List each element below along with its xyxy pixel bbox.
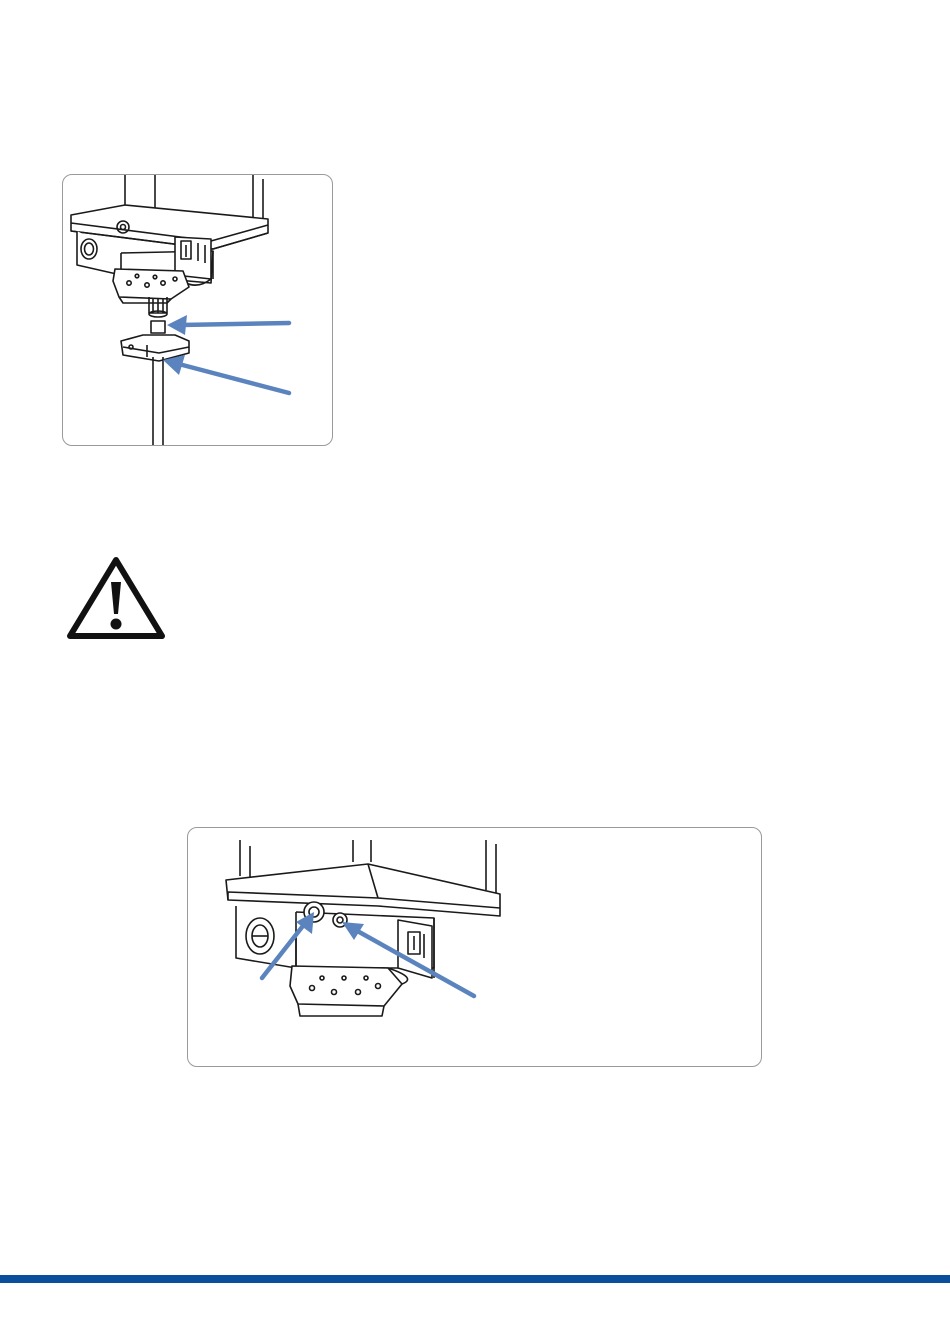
figure-1-panel bbox=[62, 174, 333, 446]
actuator-side-illustration bbox=[188, 828, 762, 1067]
warning-triangle-icon bbox=[66, 554, 166, 642]
actuator-bottom-illustration bbox=[63, 175, 333, 446]
figure-2-panel bbox=[187, 827, 762, 1067]
footer-bar bbox=[0, 1275, 950, 1283]
